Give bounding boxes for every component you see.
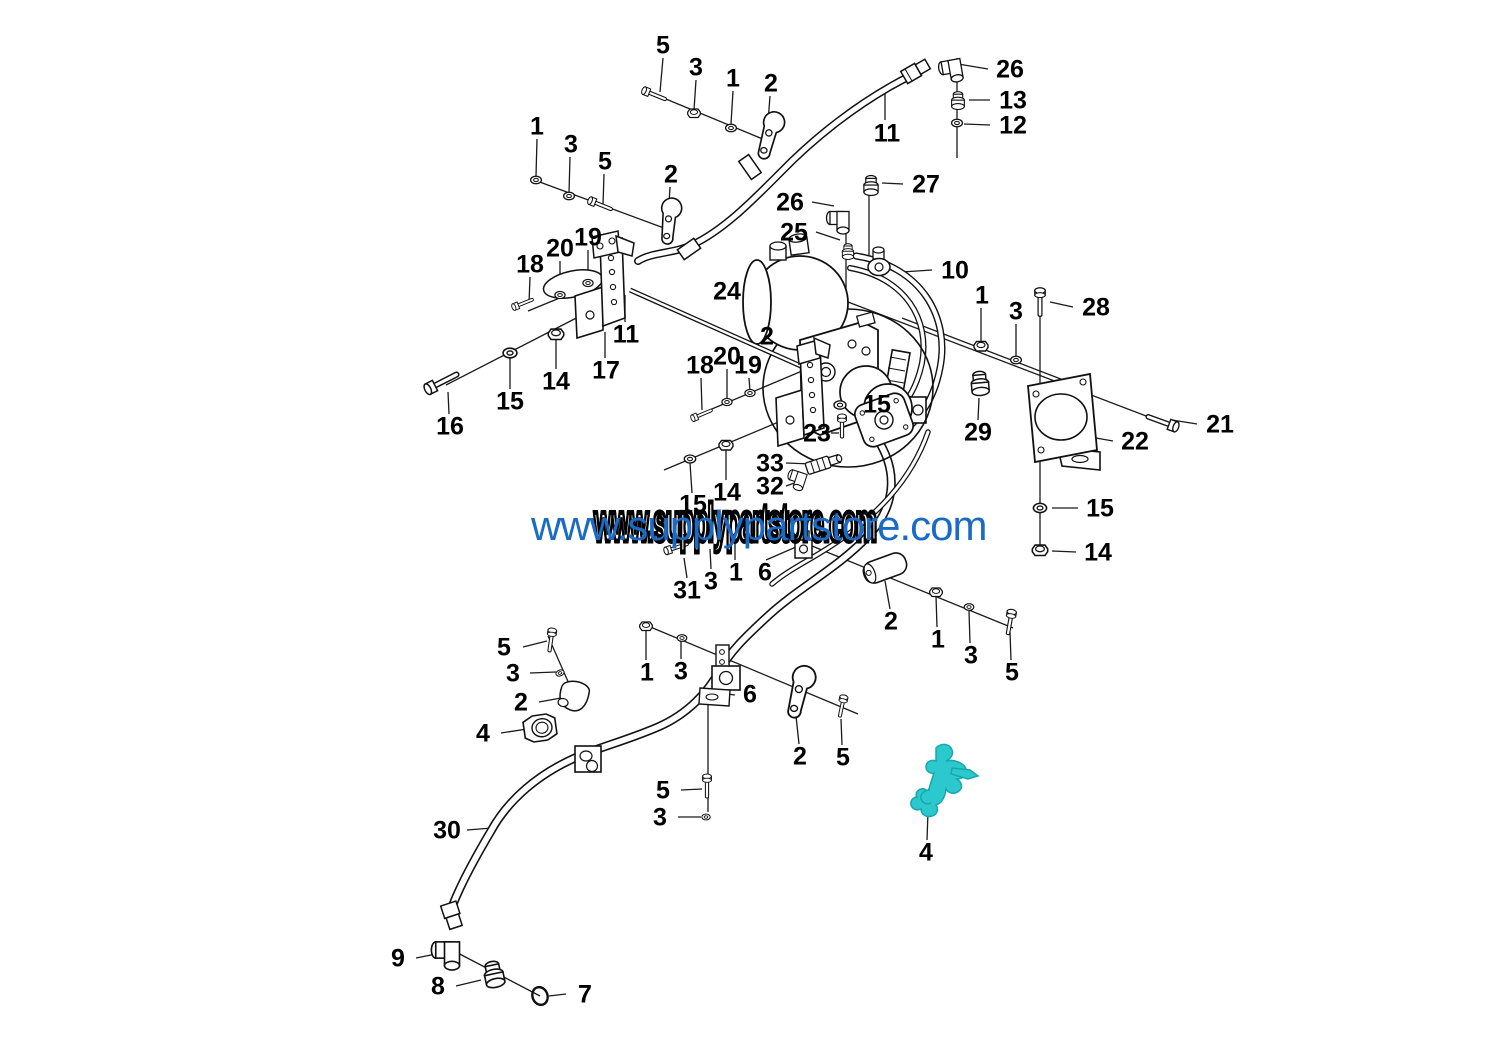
callout-1: 1	[931, 625, 945, 654]
callout-5: 5	[656, 776, 670, 805]
callout-13: 13	[999, 86, 1027, 115]
callout-10: 10	[941, 256, 969, 285]
callout-29: 29	[964, 418, 992, 447]
callout-4: 4	[919, 838, 933, 867]
spacer-2	[862, 552, 908, 584]
mounting-plate-22	[1027, 372, 1101, 471]
callout-3: 3	[674, 657, 688, 686]
hose-band-clamp	[737, 153, 763, 181]
callout-24: 24	[713, 277, 741, 306]
callout-7: 7	[578, 980, 592, 1009]
callout-16: 16	[436, 412, 464, 441]
callout-19: 19	[734, 351, 762, 380]
callout-18: 18	[686, 351, 714, 380]
callout-2: 2	[514, 688, 528, 717]
callout-2: 2	[884, 607, 898, 636]
callout-3: 3	[564, 130, 578, 159]
callout-20: 20	[546, 234, 574, 263]
callout-5: 5	[598, 147, 612, 176]
clamp-6-upper	[794, 530, 813, 559]
cap-2-left	[557, 680, 591, 712]
callout-8: 8	[431, 972, 445, 1001]
bracket-2-center	[775, 336, 831, 448]
callout-33: 33	[756, 449, 784, 478]
o-ring-7	[531, 985, 549, 1007]
callout-14: 14	[1084, 538, 1112, 567]
callout-1: 1	[640, 658, 654, 687]
callout-1: 1	[729, 558, 743, 587]
callout-3: 3	[653, 803, 667, 832]
callout-11: 11	[873, 119, 901, 148]
callout-4: 4	[476, 719, 490, 748]
callout-11: 11	[612, 320, 640, 349]
callout-15: 15	[496, 387, 524, 416]
callout-20: 20	[713, 342, 741, 371]
callout-14: 14	[542, 367, 570, 396]
callout-15: 15	[679, 490, 707, 519]
callout-5: 5	[836, 743, 850, 772]
bracket-6-lower	[698, 644, 741, 707]
callout-3: 3	[1009, 297, 1023, 326]
callout-2: 2	[764, 69, 778, 98]
callout-3: 3	[704, 567, 718, 596]
callout-3: 3	[964, 641, 978, 670]
bracket-17	[542, 230, 814, 374]
callout-26: 26	[776, 188, 804, 217]
callout-1: 1	[975, 281, 989, 310]
hose-band-clamp	[676, 237, 702, 261]
callout-27: 27	[912, 170, 940, 199]
callout-6: 6	[758, 558, 772, 587]
callout-21: 21	[1206, 410, 1234, 439]
callout-5: 5	[1005, 658, 1019, 687]
hose-11	[638, 58, 932, 261]
callout-15: 15	[863, 390, 891, 419]
callout-3: 3	[506, 659, 520, 688]
callout-6: 6	[743, 680, 757, 709]
tube-block-clamp	[574, 745, 602, 773]
teal-clip-4	[910, 743, 980, 818]
callout-2: 2	[793, 742, 807, 771]
callout-25: 25	[780, 218, 808, 247]
pump-front-plate	[854, 392, 914, 448]
callout-2: 2	[664, 160, 678, 189]
callout-30: 30	[433, 816, 461, 845]
callout-22: 22	[1121, 427, 1149, 456]
callout-28: 28	[1082, 293, 1110, 322]
callout-19: 19	[574, 223, 602, 252]
tube-30-end-fitting	[439, 900, 464, 931]
hardware	[421, 57, 1181, 1007]
callout-31: 31	[673, 576, 701, 605]
callout-5: 5	[656, 31, 670, 60]
callout-1: 1	[726, 64, 740, 93]
callout-26: 26	[996, 55, 1024, 84]
callout-17: 17	[592, 356, 620, 385]
callout-9: 9	[391, 944, 405, 973]
callout-5: 5	[497, 633, 511, 662]
callout-23: 23	[803, 419, 831, 448]
callout-12: 12	[999, 111, 1027, 140]
callout-2: 2	[760, 322, 774, 351]
callout-15: 15	[1086, 494, 1114, 523]
banjo-fitting	[867, 246, 891, 277]
bushing-4	[522, 713, 558, 743]
callout-1: 1	[530, 112, 544, 141]
callout-18: 18	[516, 250, 544, 279]
callout-14: 14	[713, 478, 741, 507]
tube-30	[439, 432, 928, 931]
hose-11-end-fitting	[899, 58, 932, 85]
callout-32: 32	[756, 472, 784, 501]
callout-3: 3	[689, 53, 703, 82]
